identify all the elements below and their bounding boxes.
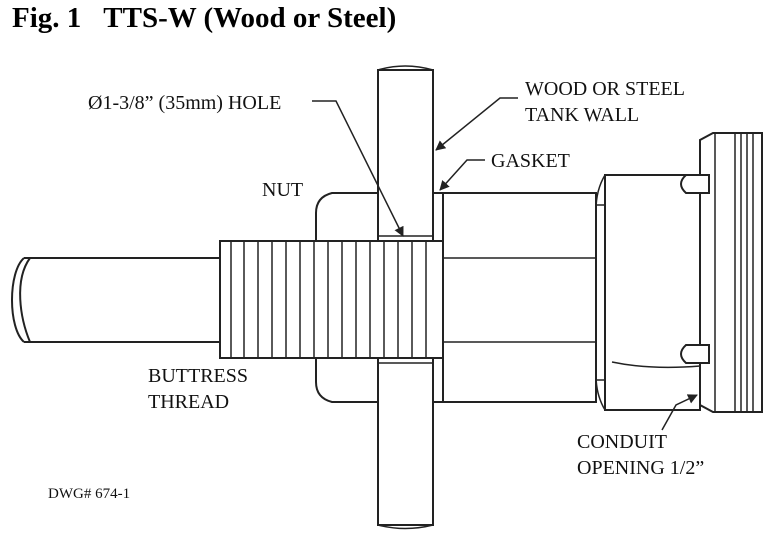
label-buttress-line1: BUTTRESS — [148, 365, 248, 387]
figure-label: Fig. 1 — [12, 2, 82, 34]
fitting-slot-lower — [680, 344, 710, 364]
leader-tank-wall — [435, 97, 518, 151]
fitting-slot-upper — [680, 174, 710, 194]
fitting-hexagon — [442, 192, 597, 403]
label-conduit-line2: OPENING 1/2” — [577, 457, 704, 479]
fitting-body — [595, 174, 701, 411]
label-tank-wall-line1: WOOD OR STEEL — [525, 78, 685, 100]
label-tank-wall-line2: TANK WALL — [525, 104, 639, 126]
conduit-pipe — [11, 257, 225, 343]
figure-title-text: TTS-W (Wood or Steel) — [103, 2, 397, 34]
buttress-thread — [219, 235, 444, 364]
label-nut: NUT — [262, 179, 303, 201]
label-buttress-line2: THREAD — [148, 391, 229, 413]
label-conduit-line1: CONDUIT — [577, 431, 667, 453]
figure-title: Fig. 1 TTS-W (Wood or Steel) — [12, 2, 396, 35]
leader-gasket — [439, 159, 485, 191]
leader-hole — [312, 100, 404, 237]
label-gasket: GASKET — [491, 150, 570, 172]
fitting-flange — [699, 132, 763, 413]
label-hole: Ø1-3/8” (35mm) HOLE — [88, 92, 281, 114]
drawing-number: DWG# 674-1 — [48, 486, 130, 502]
leader-conduit — [661, 394, 698, 431]
